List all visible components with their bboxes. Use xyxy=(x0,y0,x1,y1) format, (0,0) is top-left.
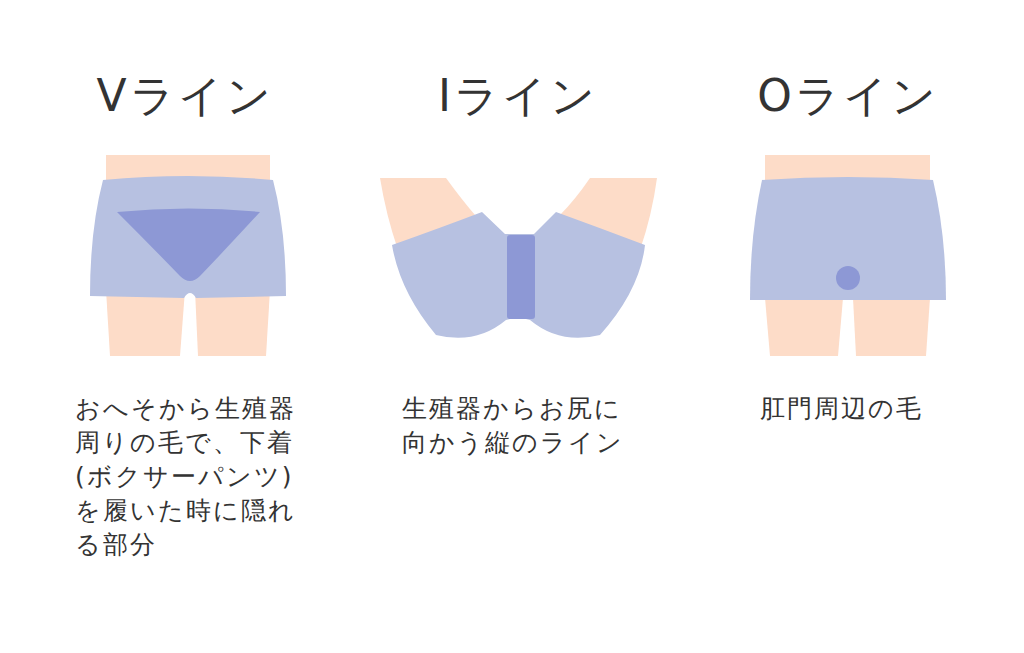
right-leg xyxy=(853,298,930,356)
shorts-back xyxy=(750,177,946,300)
o-zone xyxy=(836,266,860,290)
description-text: 肛門周辺の毛 xyxy=(760,392,1010,426)
shorts xyxy=(90,176,286,298)
left-leg xyxy=(106,290,185,356)
section-heading: Iライン xyxy=(438,70,598,123)
left-leg xyxy=(765,298,843,356)
i-line-figure xyxy=(380,178,657,338)
section-heading: Oライン xyxy=(757,70,939,123)
right-leg xyxy=(195,290,270,356)
shorts-underside xyxy=(392,212,645,338)
description-text: おへそから生殖器 周りの毛で、下着 (ボクサーパンツ) を履いた時に隠れ る部分 xyxy=(75,392,325,562)
v-line-figure xyxy=(90,155,286,356)
section-heading: Vライン xyxy=(96,70,273,123)
o-line-figure xyxy=(750,155,946,356)
i-zone xyxy=(507,235,535,319)
description-text: 生殖器からお尻に 向かう縦のライン xyxy=(402,392,652,460)
v-zone xyxy=(117,209,260,282)
